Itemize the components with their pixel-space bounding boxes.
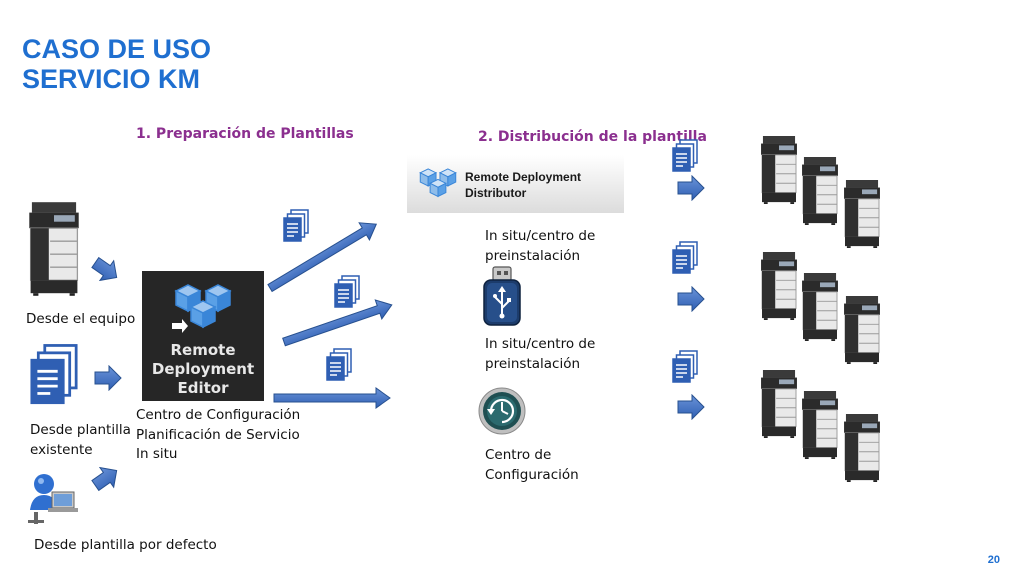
- printer-icon: [760, 370, 798, 438]
- distribution-arrows: [267, 222, 393, 409]
- page-number: 20: [987, 554, 1000, 566]
- section-preparation-heading: 1. Preparación de Plantillas: [136, 126, 354, 142]
- printer-icon: [801, 157, 839, 225]
- printer-icon: [801, 273, 839, 341]
- printer-icon: [760, 136, 798, 204]
- source-printer-icon: [28, 201, 80, 297]
- target-arrow-icon-1: [677, 175, 705, 201]
- distributor-caption-line-1: In situ/centro de: [485, 228, 596, 244]
- arrow-to-usb-icon: [282, 299, 393, 347]
- target-document-icon-3: [672, 350, 698, 383]
- config-center-caption: Centro de Configuración: [485, 446, 579, 485]
- config-center-caption-line-2: Configuración: [485, 466, 579, 483]
- editor-caption-line-2: Planificación de Servicio: [136, 426, 300, 443]
- distributor-line-2: Distributor: [465, 186, 527, 200]
- usb-caption: In situ/centro de preinstalación: [485, 335, 595, 374]
- source-device-label: Desde el equipo: [26, 311, 136, 327]
- distributor-text: Remote Deployment Distributor: [465, 169, 581, 201]
- slide-title: CASO DE USO SERVICIO KM: [22, 34, 211, 94]
- printer-icon: [801, 391, 839, 459]
- target-document-icon-2: [672, 241, 698, 274]
- arrow-to-distributor-icon: [267, 222, 378, 293]
- arrow-to-config-center-icon: [273, 387, 391, 409]
- printer-icon: [760, 252, 798, 320]
- usb-drive-icon: [483, 266, 521, 326]
- remote-deployment-distributor-logo: Remote Deployment Distributor: [407, 155, 624, 213]
- target-document-icon-1: [672, 139, 698, 172]
- printer-icon: [843, 296, 881, 364]
- editor-line-2: Deployment: [151, 360, 255, 378]
- editor-caption-line-3: In situ: [136, 446, 178, 462]
- printer-icon: [843, 180, 881, 248]
- cubes-icon: [172, 284, 232, 333]
- remote-deployment-editor-text: Remote Deployment Editor: [142, 341, 264, 398]
- section-distribution-heading: 2. Distribución de la plantilla: [478, 129, 707, 145]
- source-default-arrow-icon: [87, 460, 125, 496]
- source-device-arrow-icon: [87, 252, 125, 288]
- source-existing-label: Desde plantilla existente: [30, 421, 131, 460]
- existing-template-document-icon: [30, 343, 78, 405]
- source-default-label: Desde plantilla por defecto: [34, 537, 217, 553]
- usb-caption-line-1: In situ/centro de: [485, 336, 596, 352]
- printer-group-2: [760, 252, 890, 364]
- source-existing-label-line-2: existente: [30, 441, 93, 458]
- editor-caption-line-1: Centro de Configuración: [136, 407, 301, 423]
- distributor-line-1: Remote Deployment: [465, 170, 582, 184]
- user-computer-icon: [28, 474, 78, 524]
- editor-line-1: Remote: [170, 341, 236, 359]
- distributor-cubes-icon: [419, 168, 457, 198]
- config-center-caption-line-1: Centro de: [485, 447, 552, 463]
- target-arrow-icon-3: [677, 394, 705, 420]
- source-existing-label-line-1: Desde plantilla: [30, 422, 131, 438]
- editor-caption: Centro de Configuración Planificación de…: [136, 406, 300, 465]
- printer-icon: [843, 414, 881, 482]
- printer-group-1: [760, 136, 890, 248]
- config-center-clock-icon: [478, 387, 526, 435]
- printer-group-3: [760, 370, 890, 484]
- editor-line-3: Editor: [177, 379, 229, 397]
- title-line-2: SERVICIO KM: [22, 64, 201, 94]
- source-existing-arrow-icon: [94, 365, 122, 391]
- remote-deployment-editor-logo: Remote Deployment Editor: [142, 271, 264, 401]
- distributor-caption-line-2: preinstalación: [485, 247, 581, 264]
- title-line-1: CASO DE USO: [22, 34, 212, 64]
- usb-caption-line-2: preinstalación: [485, 355, 581, 372]
- target-arrow-icon-2: [677, 286, 705, 312]
- distributor-caption: In situ/centro de preinstalación: [485, 227, 595, 266]
